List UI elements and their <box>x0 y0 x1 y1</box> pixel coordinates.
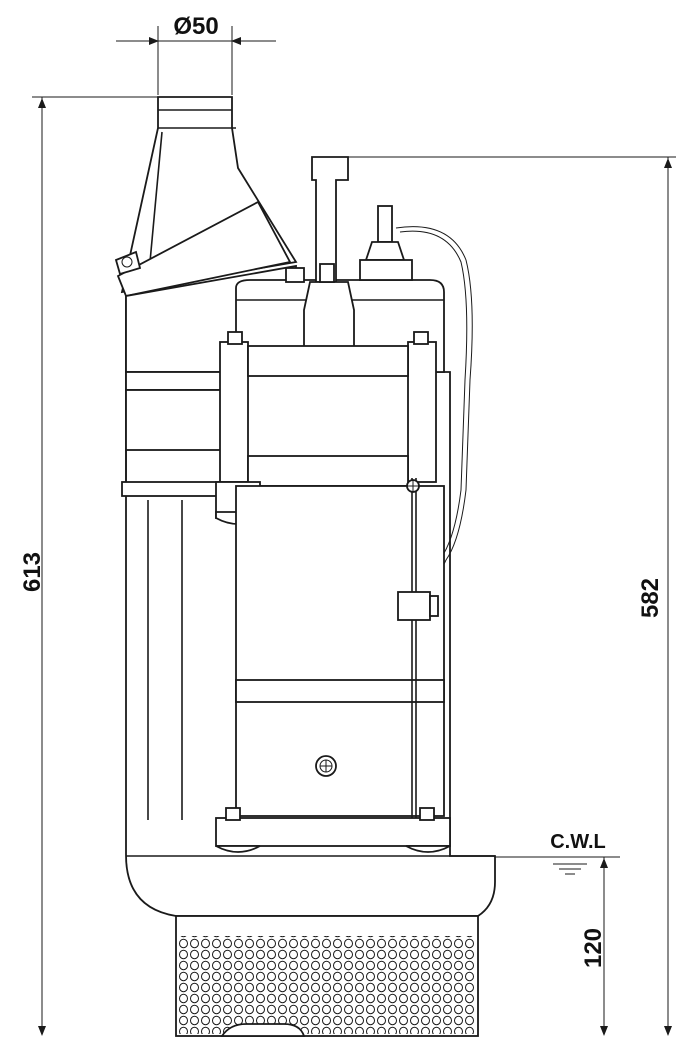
outlet-diameter-label: Ø50 <box>173 13 218 40</box>
dimension-handle-height: 582 <box>348 156 676 1036</box>
pump-body <box>114 96 496 1037</box>
dimension-cwl-height: C.W.L 120 <box>455 831 620 1036</box>
dimension-outlet-diameter: Ø50 <box>116 13 276 95</box>
dimension-total-height: 613 <box>19 96 160 1036</box>
handle-height-label: 582 <box>637 578 664 618</box>
cwl-height-label: 120 <box>580 928 607 968</box>
water-level-label: C.W.L <box>550 831 606 853</box>
total-height-label: 613 <box>19 552 46 592</box>
